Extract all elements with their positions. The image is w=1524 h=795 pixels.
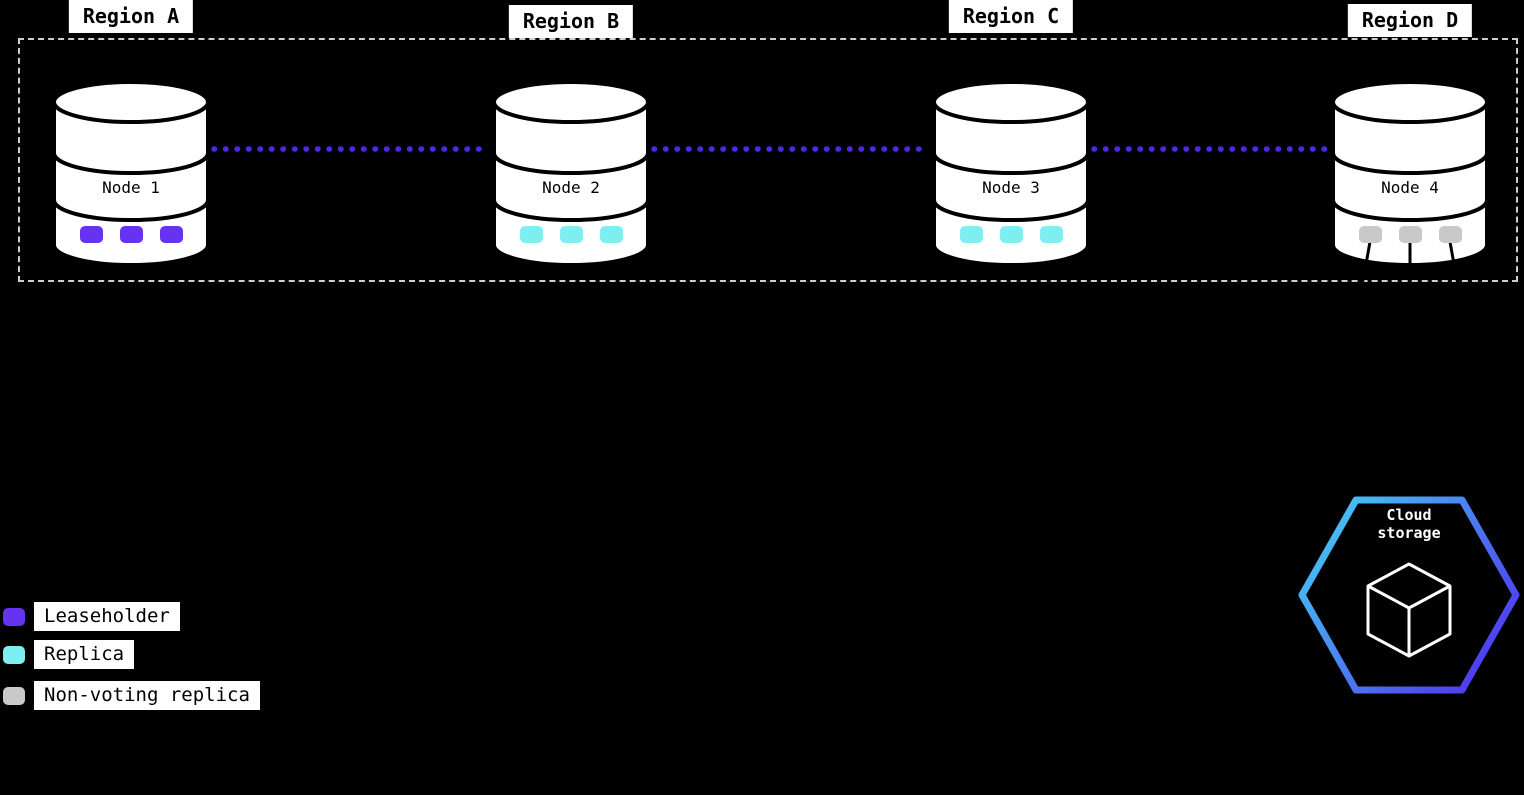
non-voting-replica-square <box>1399 226 1422 243</box>
region-label-c: Region C <box>948 0 1074 33</box>
legend-label-leaseholder: Leaseholder <box>34 602 180 631</box>
legend-item-leaseholder: Leaseholder <box>2 602 180 631</box>
leaseholder-square <box>120 226 143 243</box>
replica-square <box>1040 226 1063 243</box>
cloud-storage-hexagon <box>1298 496 1520 694</box>
leaseholder-square <box>80 226 103 243</box>
cloud-storage-label-line2: storage <box>1377 524 1441 542</box>
cloud-storage-label: Cloud storage <box>1298 506 1520 542</box>
region-label-a: Region A <box>68 0 194 33</box>
legend-label-non-voting-replica: Non-voting replica <box>34 681 260 710</box>
database-cylinder-icon <box>492 80 650 267</box>
node-label: Node 3 <box>982 178 1040 197</box>
non-voting-replica-square <box>1359 226 1382 243</box>
non-voting-replica-square <box>1439 226 1462 243</box>
export-lines <box>1360 241 1460 285</box>
legend-item-replica: Replica <box>2 640 135 669</box>
replica-square <box>1000 226 1023 243</box>
replica-swatch-icon <box>3 645 25 664</box>
database-cylinder-icon <box>932 80 1090 267</box>
connector-node2-node3 <box>651 146 929 152</box>
region-label-b: Region B <box>508 5 634 38</box>
node-2: Node 2 <box>490 78 652 288</box>
cloud-storage-label-line1: Cloud <box>1386 506 1432 524</box>
database-cylinder-icon <box>1331 80 1489 285</box>
cube-icon <box>1366 562 1452 658</box>
cluster-boundary <box>18 38 1518 282</box>
connector-node1-node2 <box>211 146 489 152</box>
replica-square <box>520 226 543 243</box>
cloud-storage: Cloud storage <box>1298 494 1520 696</box>
region-label-d: Region D <box>1347 4 1473 37</box>
node-4: Node 4 <box>1329 78 1491 288</box>
connector-node3-node4 <box>1091 146 1329 152</box>
node-label: Node 1 <box>102 178 160 197</box>
leaseholder-swatch-icon <box>3 607 25 626</box>
replica-square <box>600 226 623 243</box>
node-3: Node 3 <box>930 78 1092 288</box>
node-1: Node 1 <box>50 78 212 288</box>
replica-square <box>560 226 583 243</box>
node-label: Node 2 <box>542 178 600 197</box>
legend-item-non-voting-replica: Non-voting replica <box>2 681 260 710</box>
database-cylinder-icon <box>52 80 210 267</box>
node-label: Node 4 <box>1381 178 1439 197</box>
non-voting-replica-swatch-icon <box>3 686 25 705</box>
leaseholder-square <box>160 226 183 243</box>
legend-label-replica: Replica <box>34 640 135 669</box>
replica-square <box>960 226 983 243</box>
